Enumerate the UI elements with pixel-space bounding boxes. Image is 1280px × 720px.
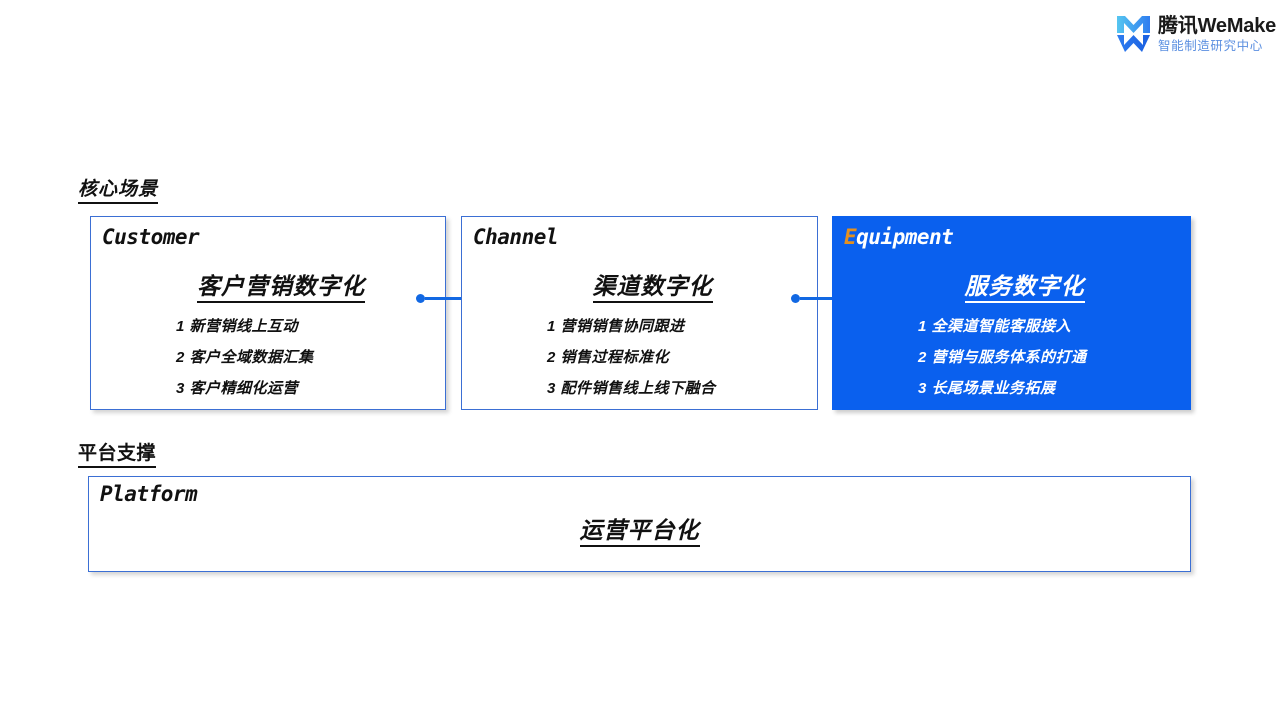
list-item: 1 新营销线上互动 (176, 318, 299, 335)
brand-subtitle: 智能制造研究中心 (1158, 38, 1263, 53)
scenario-card-channel[interactable]: Channel 渠道数字化 1 营销销售协同跟进 2 销售过程标准化 3 配件销… (461, 216, 818, 410)
connector-dot-left (791, 293, 800, 303)
list-item: 3 客户精细化运营 (176, 380, 299, 397)
card-list-customer: 1 新营销线上互动 2 客户全域数据汇集 3 客户精细化运营 (91, 311, 445, 404)
section-heading-core: 核心场景 (78, 174, 159, 204)
card-list-equipment: 1 全渠道智能客服接入 2 营销与服务体系的打通 3 长尾场景业务拓展 (833, 311, 1190, 404)
card-title-channel: 渠道数字化 (462, 267, 817, 303)
card-list-channel: 1 营销销售协同跟进 2 销售过程标准化 3 配件销售线上线下融合 (462, 311, 817, 404)
scenario-card-customer[interactable]: Customer 客户营销数字化 1 新营销线上互动 2 客户全域数据汇集 3 … (90, 216, 446, 410)
card-kicker-rest: Channel (473, 225, 559, 249)
connector-line (425, 296, 481, 300)
connector-dot-left (416, 293, 425, 303)
card-kicker-customer: Customer (102, 225, 200, 249)
card-kicker-rest: quipment (856, 225, 954, 249)
connector-channel-to-equipment (791, 293, 836, 303)
card-kicker-rest: Customer (102, 225, 200, 249)
card-kicker-channel: Channel (473, 225, 559, 249)
platform-card[interactable]: Platform 运营平台化 (88, 476, 1191, 572)
card-title-customer: 客户营销数字化 (91, 267, 445, 303)
list-item: 1 营销销售协同跟进 (547, 318, 685, 335)
connector-line (800, 296, 836, 300)
platform-kicker: Platform (100, 482, 198, 506)
list-item: 2 营销与服务体系的打通 (918, 349, 1087, 366)
card-kicker-equipment: Equipment (844, 225, 954, 249)
card-title-equipment: 服务数字化 (833, 267, 1190, 303)
list-item: 3 长尾场景业务拓展 (918, 380, 1056, 397)
brand-logo: 腾讯WeMake 智能制造研究中心 (1116, 14, 1276, 54)
wemake-m-w-logo-icon (1117, 16, 1150, 52)
card-kicker-accent: E (844, 225, 857, 249)
list-item: 2 客户全域数据汇集 (176, 349, 314, 366)
scenario-card-equipment[interactable]: Equipment 服务数字化 1 全渠道智能客服接入 2 营销与服务体系的打通… (832, 216, 1191, 410)
platform-title: 运营平台化 (89, 511, 1190, 547)
brand-text-block: 腾讯WeMake 智能制造研究中心 (1158, 16, 1276, 53)
list-item: 3 配件销售线上线下融合 (547, 380, 716, 397)
section-heading-platform: 平台支撑 (78, 438, 157, 468)
list-item: 1 全渠道智能客服接入 (918, 318, 1072, 335)
list-item: 2 销售过程标准化 (547, 349, 670, 366)
brand-name: 腾讯WeMake (1158, 14, 1277, 37)
